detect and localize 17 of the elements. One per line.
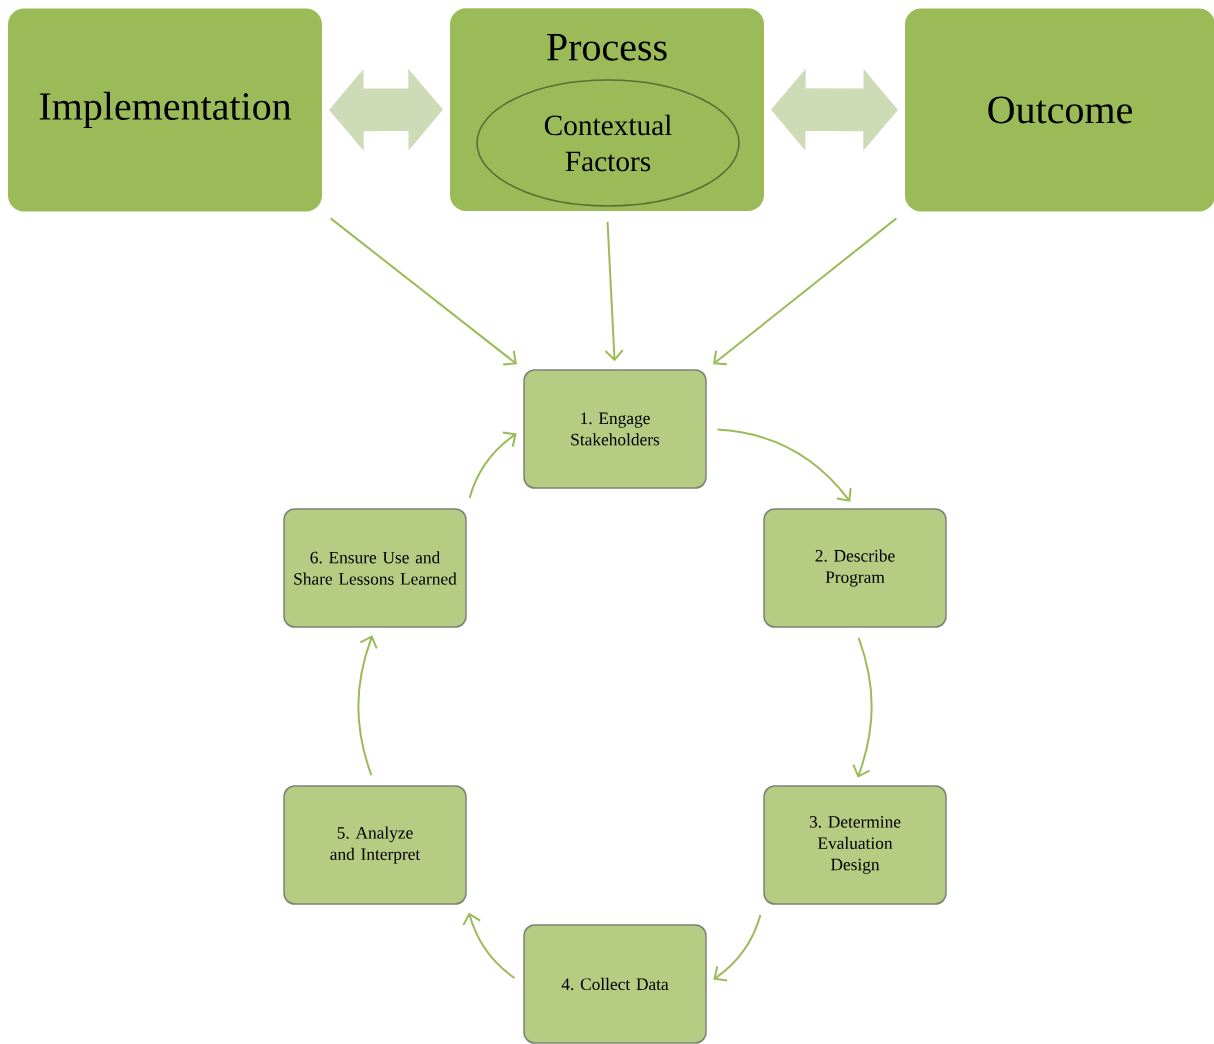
- arrow: [852, 636, 873, 778]
- step-box: 1. Engage Stakeholders: [523, 369, 707, 489]
- step-box: 4. Collect Data: [523, 924, 707, 1044]
- arrow: [716, 428, 852, 502]
- arrow: [357, 635, 378, 777]
- arrow: [713, 914, 762, 982]
- arrow: [604, 220, 624, 362]
- arrow: [468, 431, 517, 499]
- arrow: [713, 217, 898, 366]
- step-box: 2. Describe Program: [763, 508, 947, 628]
- process-box: Implementation: [8, 8, 322, 212]
- step-box: 6. Ensure Use and Share Lessons Learned: [283, 508, 467, 628]
- arrow: [462, 912, 516, 979]
- step-box: 3. Determine Evaluation Design: [763, 785, 947, 905]
- process-box: Outcome: [905, 8, 1214, 212]
- step-box: 5. Analyze and Interpret: [283, 785, 467, 905]
- arrow: [329, 217, 517, 366]
